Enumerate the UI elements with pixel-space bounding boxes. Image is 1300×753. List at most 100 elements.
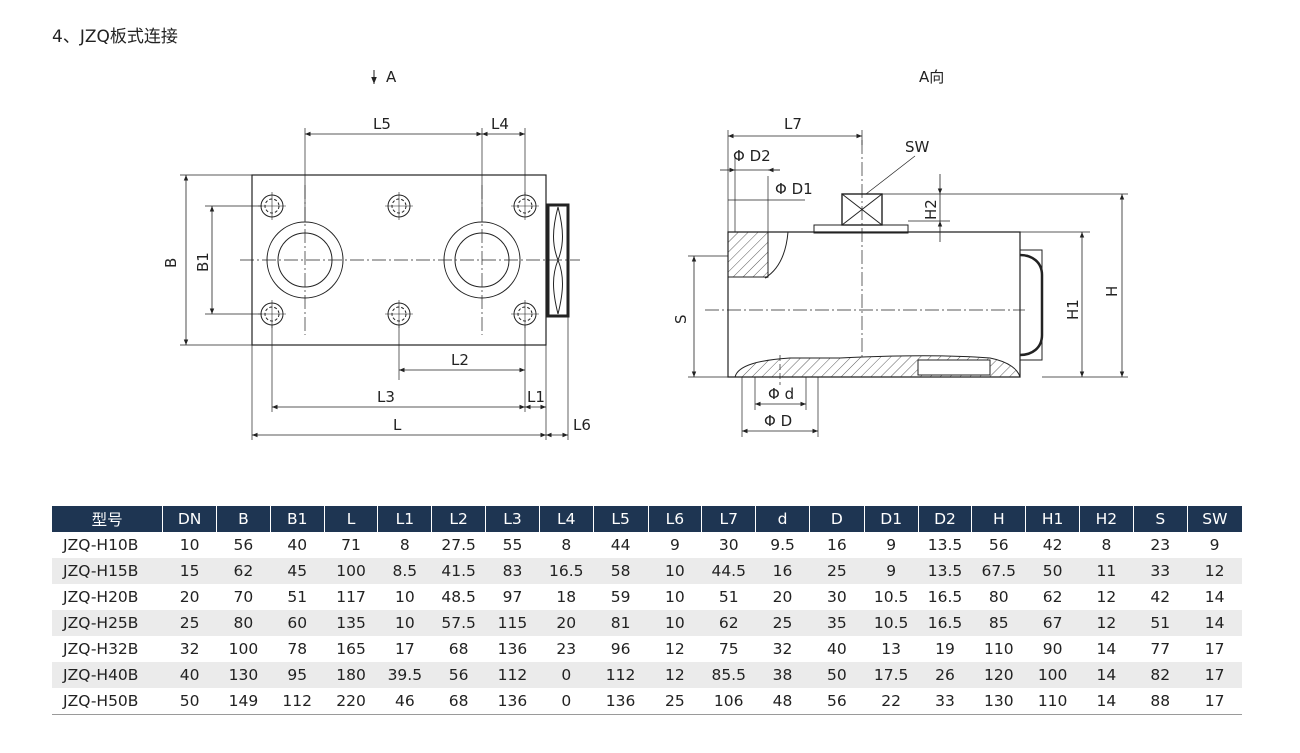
- column-header: DN: [162, 506, 217, 532]
- value-cell: 22: [864, 688, 919, 715]
- value-cell: 59: [610, 588, 631, 606]
- model-cell: JZQ-H40B: [52, 662, 163, 688]
- value-cell: 220: [324, 688, 378, 715]
- dim-l: L: [393, 416, 402, 434]
- value-cell: 48.5: [441, 588, 476, 606]
- column-header: 型号: [52, 506, 163, 532]
- dim-h2: H2: [922, 199, 940, 220]
- value-cell: 30: [826, 588, 847, 606]
- value-cell: 78: [287, 640, 308, 658]
- value-cell: 106: [701, 688, 756, 715]
- value-cell: 16.5: [918, 610, 972, 636]
- value-cell: 77: [1150, 640, 1171, 658]
- value-cell: 68: [431, 688, 486, 715]
- column-header: L1: [377, 506, 432, 532]
- value-cell: 56: [431, 662, 486, 688]
- value-cell: 0: [539, 662, 594, 688]
- value-cell: 35: [809, 610, 865, 636]
- value-cell: 71: [341, 536, 361, 554]
- value-cell: 14: [1079, 688, 1134, 715]
- value-cell: 136: [593, 688, 648, 715]
- value-cell: 51: [718, 588, 739, 606]
- value-cell: 136: [497, 640, 528, 658]
- value-cell: 149: [216, 688, 271, 715]
- value-cell: 42: [1150, 588, 1171, 606]
- value-cell: 112: [270, 688, 325, 715]
- dim-sw: SW: [905, 138, 930, 156]
- dim-d2: Φ D2: [733, 147, 771, 165]
- value-cell: 17: [394, 640, 415, 658]
- model-cell: JZQ-H10B: [63, 536, 139, 554]
- value-cell: 165: [336, 640, 366, 658]
- value-cell: 180: [324, 662, 378, 688]
- value-cell: 50: [809, 662, 865, 688]
- view-direction-label: A向: [919, 68, 944, 86]
- value-cell: 17: [1204, 640, 1225, 658]
- value-cell: 50: [1025, 558, 1080, 584]
- value-cell: 25: [648, 688, 702, 715]
- column-header: D: [808, 506, 865, 532]
- column-header: L3: [485, 506, 540, 532]
- dim-l1: L1: [527, 388, 545, 406]
- column-header: L5: [592, 506, 648, 532]
- value-cell: 23: [1150, 536, 1171, 554]
- value-cell: 10.5: [873, 588, 909, 606]
- column-header: SW: [1186, 506, 1242, 532]
- value-cell: 9: [864, 558, 919, 584]
- model-cell: JZQ-H15B: [52, 558, 163, 584]
- column-header: D1: [863, 506, 919, 532]
- value-cell: 32: [179, 640, 200, 658]
- value-cell: 14: [1187, 610, 1242, 636]
- value-cell: 11: [1079, 558, 1134, 584]
- value-cell: 12: [1079, 610, 1134, 636]
- column-header: L7: [701, 506, 756, 532]
- value-cell: 97: [502, 588, 523, 606]
- value-cell: 17.5: [864, 662, 919, 688]
- value-cell: 13.5: [918, 558, 972, 584]
- value-cell: 51: [1133, 610, 1188, 636]
- value-cell: 12: [1096, 588, 1117, 606]
- value-cell: 62: [216, 558, 271, 584]
- value-cell: 56: [809, 688, 865, 715]
- column-header: S: [1132, 506, 1188, 532]
- value-cell: 12: [1187, 558, 1242, 584]
- dim-d-large: Φ D: [764, 412, 792, 430]
- value-cell: 14: [1079, 662, 1134, 688]
- dim-h: H: [1103, 286, 1121, 297]
- value-cell: 20: [772, 588, 793, 606]
- value-cell: 10: [377, 610, 432, 636]
- dim-l3: L3: [377, 388, 395, 406]
- value-cell: 12: [648, 662, 702, 688]
- dim-h1: H1: [1064, 299, 1082, 320]
- value-cell: 83: [485, 558, 540, 584]
- dim-d1: Φ D1: [775, 180, 813, 198]
- value-cell: 88: [1133, 688, 1188, 715]
- dim-l5: L5: [373, 115, 391, 133]
- value-cell: 32: [772, 640, 793, 658]
- value-cell: 9: [669, 536, 680, 554]
- value-cell: 14: [1096, 640, 1117, 658]
- value-cell: 16: [755, 558, 810, 584]
- value-cell: 33: [918, 688, 972, 715]
- dim-b: B: [162, 258, 180, 268]
- value-cell: 44.5: [701, 558, 756, 584]
- value-cell: 10: [648, 558, 702, 584]
- value-cell: 17: [1187, 688, 1242, 715]
- value-cell: 15: [162, 558, 217, 584]
- value-cell: 25: [809, 558, 865, 584]
- value-cell: 40: [826, 640, 847, 658]
- column-header: H2: [1079, 506, 1134, 532]
- value-cell: 20: [179, 588, 200, 606]
- value-cell: 40: [162, 662, 217, 688]
- column-header: B: [215, 506, 271, 532]
- value-cell: 16.5: [539, 558, 594, 584]
- value-cell: 135: [324, 610, 378, 636]
- value-cell: 46: [377, 688, 432, 715]
- value-cell: 51: [287, 588, 308, 606]
